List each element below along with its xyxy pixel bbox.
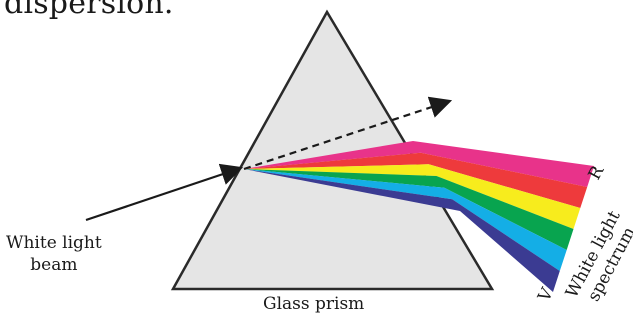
glass-prism-label: Glass prism [263, 294, 364, 314]
white-light-beam-label: White light beam [6, 232, 102, 276]
caption-text: dispersion. [4, 0, 174, 21]
beam-label-line-1: White light [6, 232, 102, 254]
beam-label-line-2: beam [6, 254, 102, 276]
